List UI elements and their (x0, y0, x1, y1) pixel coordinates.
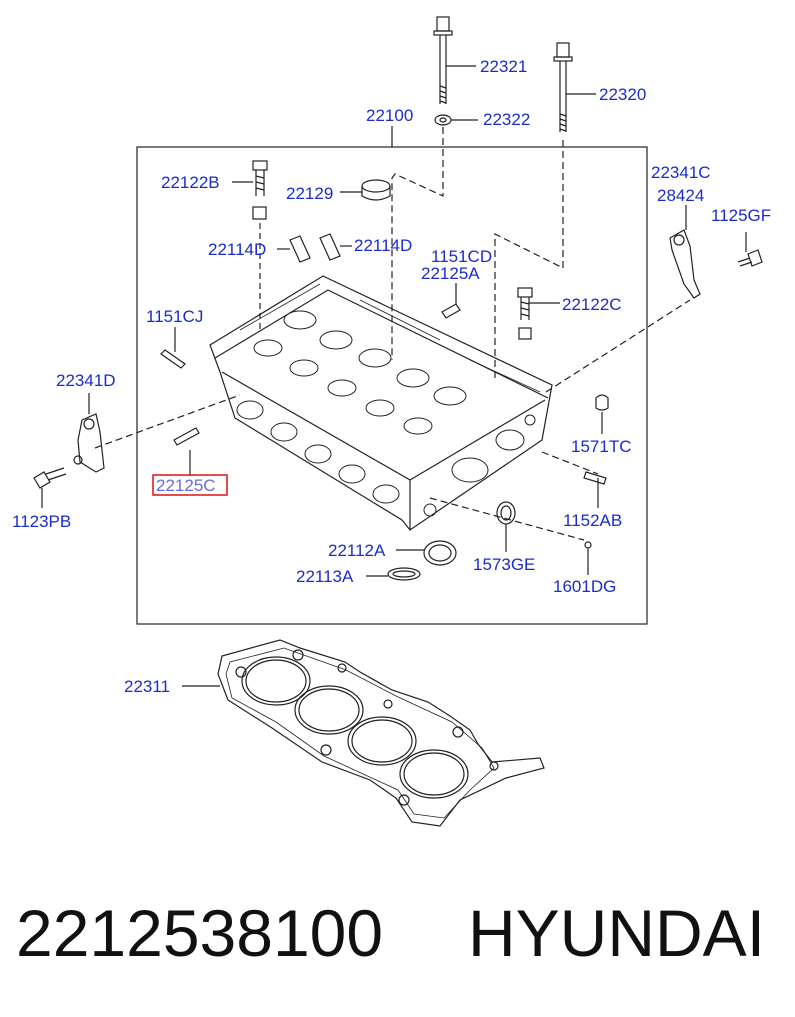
label-22112A: 22112A (328, 541, 386, 560)
label-22320: 22320 (599, 85, 646, 104)
stud-1151CJ (160, 327, 186, 369)
label-22114D-right: 22114D (354, 236, 412, 255)
label-22122B: 22122B (161, 173, 220, 192)
label-22341C: 22341C (651, 163, 711, 182)
part-number-caption: 2212538100 (16, 896, 384, 970)
brand-caption: HYUNDAI (468, 896, 766, 970)
label-1573GE: 1573GE (473, 555, 535, 574)
label-22100: 22100 (366, 106, 413, 125)
label-1151CJ: 1151CJ (146, 307, 203, 326)
cap-1571TC (595, 394, 609, 434)
stud-22125C (173, 427, 200, 476)
label-22113A: 22113A (296, 567, 354, 586)
bracket-22341D (73, 393, 105, 473)
bracket-22341C (669, 205, 701, 299)
head-gasket-22311 (182, 639, 545, 827)
label-22125A: 22125A (421, 264, 480, 283)
bolt-22321 (433, 16, 476, 104)
bolt-22122C (517, 287, 560, 340)
label-22114D-left: 22114D (208, 240, 266, 259)
stud-1152AB (583, 471, 607, 508)
pin-22114D-right (319, 233, 352, 261)
label-1151CD: 1151CD (431, 247, 492, 266)
label-22129: 22129 (286, 184, 333, 203)
label-22321: 22321 (480, 57, 527, 76)
label-1125GF: 1125GF (711, 206, 771, 225)
washer-22322 (434, 114, 478, 126)
label-22322: 22322 (483, 110, 530, 129)
dowel-22125A (441, 283, 461, 319)
label-1152AB: 1152AB (563, 511, 622, 530)
highlight-box-22125C (152, 474, 228, 496)
pin-1601DG (584, 541, 592, 575)
label-1123PB: 1123PB (12, 512, 71, 531)
bolt-22320 (553, 42, 596, 132)
bolt-1125GF (737, 232, 763, 267)
seal-1573GE (496, 501, 516, 552)
bolt-22122B (232, 160, 268, 330)
cylinder-head (209, 275, 553, 531)
label-22311: 22311 (124, 677, 170, 696)
plug-22129 (340, 179, 391, 201)
label-28424: 28424 (657, 186, 704, 205)
label-1601DG: 1601DG (553, 577, 616, 596)
ring-22112A (396, 540, 457, 566)
label-22341D: 22341D (56, 371, 116, 390)
label-1571TC: 1571TC (571, 437, 631, 456)
pin-22114D-left (277, 235, 311, 263)
label-22122C: 22122C (562, 295, 622, 314)
ring-22113A (366, 567, 421, 581)
bolt-1123PB (33, 467, 67, 508)
label-22125C: 22125C (156, 476, 216, 495)
